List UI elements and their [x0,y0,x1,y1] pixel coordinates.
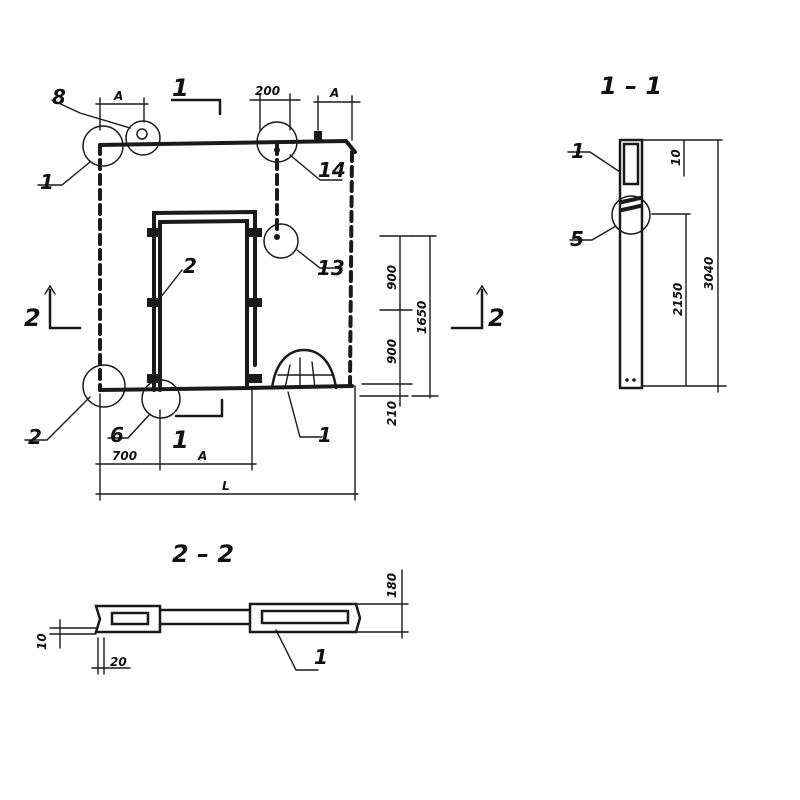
door-plates [147,228,262,383]
dim-right-900-upper: 900 [385,265,399,290]
leader-lines [24,99,343,441]
dim-bottom-a: A [197,449,207,463]
detail-circle-2 [82,364,126,408]
section-2-2-dim-180: 180 [385,573,399,598]
dim-bottom-l: L [222,479,230,493]
callout-14: 14 [318,158,346,182]
section-2-2-title: 2 – 2 [172,540,234,568]
section-2-2-right-block [248,602,362,634]
panel-bottom-edge [98,384,354,392]
main-view: 8 1 14 13 2 2 6 1 1 1 2 2 A 200 A A 700 … [24,74,505,501]
section-label-1-top: 1 [172,74,189,102]
section-2-2-right-cavity [260,609,350,625]
lifting-loop [270,348,338,390]
section-2-2-callout-1: 1 [314,645,328,669]
section-2-2-dim-10-line [49,619,97,649]
section-1-1-top-cavity [622,142,640,186]
dim-top-left-a: A [113,89,123,103]
section-label-1-bottom: 1 [172,426,189,454]
section-label-2-left: 2 [24,304,41,332]
section-marker-1-bottom [174,398,224,418]
section-marker-1-top [170,98,222,116]
section-1-1-dim-10: 10 [669,149,683,166]
callout-6: 6 [110,423,124,447]
section-1-1-view: 1 – 1 1 5 10 2150 3040 [567,72,727,393]
dimension-lines [95,93,439,501]
section-2-2-leader-1 [275,629,319,671]
section-2-2-left-cavity [110,611,150,626]
section-1-1-callout-1: 1 [571,139,585,163]
door-opening [152,209,257,392]
embed-point-14 [274,147,280,153]
detail-circle-13 [263,223,299,259]
section-1-1-dim-2150: 2150 [671,283,685,316]
detail-circle-6 [141,379,181,419]
callout-2-mid: 2 [183,254,197,278]
section-2-2-dim-180-line [355,569,409,639]
section-1-1-callout-5: 5 [570,227,584,251]
embed-point-13 [274,234,280,240]
section-1-1-leader-5 [569,225,617,241]
section-2-2-dim-20: 20 [110,655,127,669]
section-2-2-dim-20-line [91,637,131,675]
callout-1-bottom: 1 [318,423,332,447]
section-2-2-middle [158,608,252,626]
section-2-2-left-block [94,604,162,634]
dim-right-900-lower: 900 [385,339,399,364]
detail-circle-8 [125,120,161,156]
section-1-1-panel [618,138,644,390]
detail-circle-1-top [82,125,124,167]
panel-right-edge [348,150,354,386]
dim-top-200: 200 [255,84,280,98]
section-1-1-dimension-lines [641,139,727,393]
callout-8: 8 [52,85,66,109]
top-lug [314,131,322,141]
section-marker-2-left [44,284,82,330]
lifting-loop-hatch [277,357,333,389]
fixing-ring [136,128,148,140]
section-2-2-view: 2 – 2 180 10 20 1 [35,540,409,675]
section-1-1-lintel [620,196,642,212]
section-2-2-dim-10: 10 [35,633,49,650]
dim-right-210: 210 [385,401,399,426]
panel-top-edge [98,138,357,154]
door-opening-inner [158,218,249,392]
section-1-1-leader-1 [567,151,621,173]
section-1-1-detail-circle-5 [611,195,651,235]
dim-right-1650: 1650 [415,301,429,334]
callout-13: 13 [317,256,345,280]
callout-1-top: 1 [40,170,54,194]
dim-bottom-700: 700 [112,449,137,463]
callout-2-corner: 2 [28,425,42,449]
section-label-2-right: 2 [488,304,505,332]
dim-top-right-a: A [329,86,339,100]
section-marker-2-right [450,284,488,330]
section-1-1-title: 1 – 1 [600,72,662,100]
detail-circle-14 [256,121,298,163]
section-1-1-dim-3040: 3040 [702,257,716,290]
